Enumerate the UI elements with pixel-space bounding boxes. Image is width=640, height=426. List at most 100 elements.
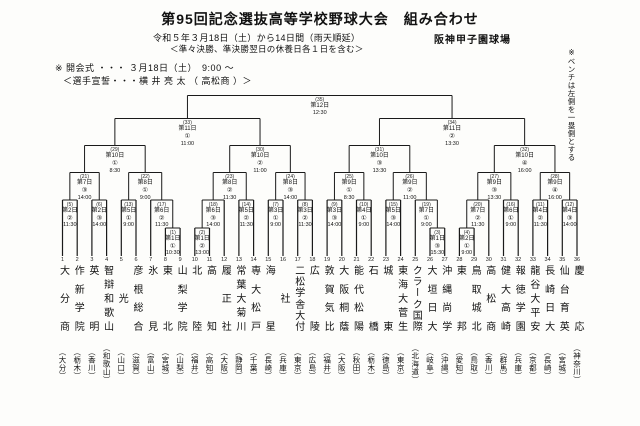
game-number: (30) [255,147,265,153]
game-order: ② [226,187,233,194]
team-number: 12 [221,257,228,263]
game-order: ① [272,214,279,222]
game-time: 14:00 [562,222,577,228]
game-number: (29) [110,147,120,153]
game-number: (6) [96,201,103,208]
game-number: (8) [301,201,309,208]
game-number: (12) [565,201,575,208]
team-name: 履正社 [219,265,231,331]
game-time: 14:00 [283,194,298,201]
team-number: 24 [397,257,404,263]
team-name: 作新学院 [72,265,84,331]
team-name: 専大松戸 [248,265,260,331]
team-number: 13 [235,257,242,263]
game-number: (22) [140,174,150,180]
team-name: 二松学舎大付 [292,265,304,331]
game-order: ① [346,187,353,194]
game-number: (35) [315,97,325,103]
team-number: 6 [134,257,138,263]
game-day: 第10日 [370,153,389,159]
game-order: ① [423,214,430,222]
game-number: (18) [208,201,218,208]
team-name: 広陵 [307,265,319,331]
team-prefecture: （徳島） [381,348,391,380]
team-prefecture: （神奈川） [572,344,582,384]
team-name: 大垣日大 [425,265,436,331]
venue-label: 阪神甲子園球場 [434,35,511,46]
team-prefecture: （東京） [293,348,303,380]
team-prefecture: （栃木） [72,348,82,380]
team-prefecture: （京都） [528,348,538,380]
team-prefecture: （長崎） [543,348,553,380]
game-day: 第1日 [194,235,210,242]
game-time: 16:00 [517,167,532,174]
team-prefecture: （福井） [322,348,332,380]
team-prefecture: （沖縄） [440,348,450,380]
game-order: ③ [81,187,88,194]
game-day: 第6日 [205,207,221,214]
team-name: 高松商 [483,265,495,331]
team-number: 19 [324,257,331,263]
team-name: 沖縄尚学 [439,265,451,331]
game-day: 第5日 [120,207,137,214]
game-order: ① [125,214,132,222]
game-order: ② [66,214,73,222]
team-number: 14 [250,257,257,263]
team-prefecture: （広島） [307,348,317,380]
game-order: ③ [491,187,498,194]
team-name: 報徳学園 [513,265,525,331]
team-name: 大分商 [57,265,69,331]
game-order: ③ [376,160,383,167]
game-number: (19) [421,201,431,208]
team-name: 慶応 [572,265,583,331]
game-day: 第3日 [297,207,313,214]
team-prefecture: （兵庫） [513,348,523,380]
game-order: ② [474,214,481,222]
team-prefecture: （富山） [146,348,156,380]
game-time: 8:30 [343,194,355,201]
game-time: 16:00 [548,194,562,201]
team-name: 海星 [263,265,275,331]
team-prefecture: （群馬） [499,348,508,380]
team-prefecture: （鳥取） [469,348,479,380]
game-order: ③ [390,214,397,222]
game-order: ④ [521,160,528,167]
team-number: 36 [573,257,581,263]
game-time: 11:30 [239,222,253,228]
team-prefecture: （千葉） [249,348,259,380]
team-prefecture: （東京） [396,348,406,380]
team-name: 長崎日大 [542,265,554,331]
team-prefecture: （宮城） [160,348,170,380]
game-number: (23) [225,174,235,180]
game-time: 13:30 [445,140,459,147]
game-day: 第10日 [105,153,125,159]
team-prefecture: （秋田） [352,348,361,380]
game-number: (14) [241,201,251,208]
team-number: 26 [426,257,434,263]
game-order: ① [111,160,118,167]
team-number: 5 [119,257,123,263]
team-name: 彦根総合 [131,265,142,331]
team-number: 29 [471,257,478,263]
